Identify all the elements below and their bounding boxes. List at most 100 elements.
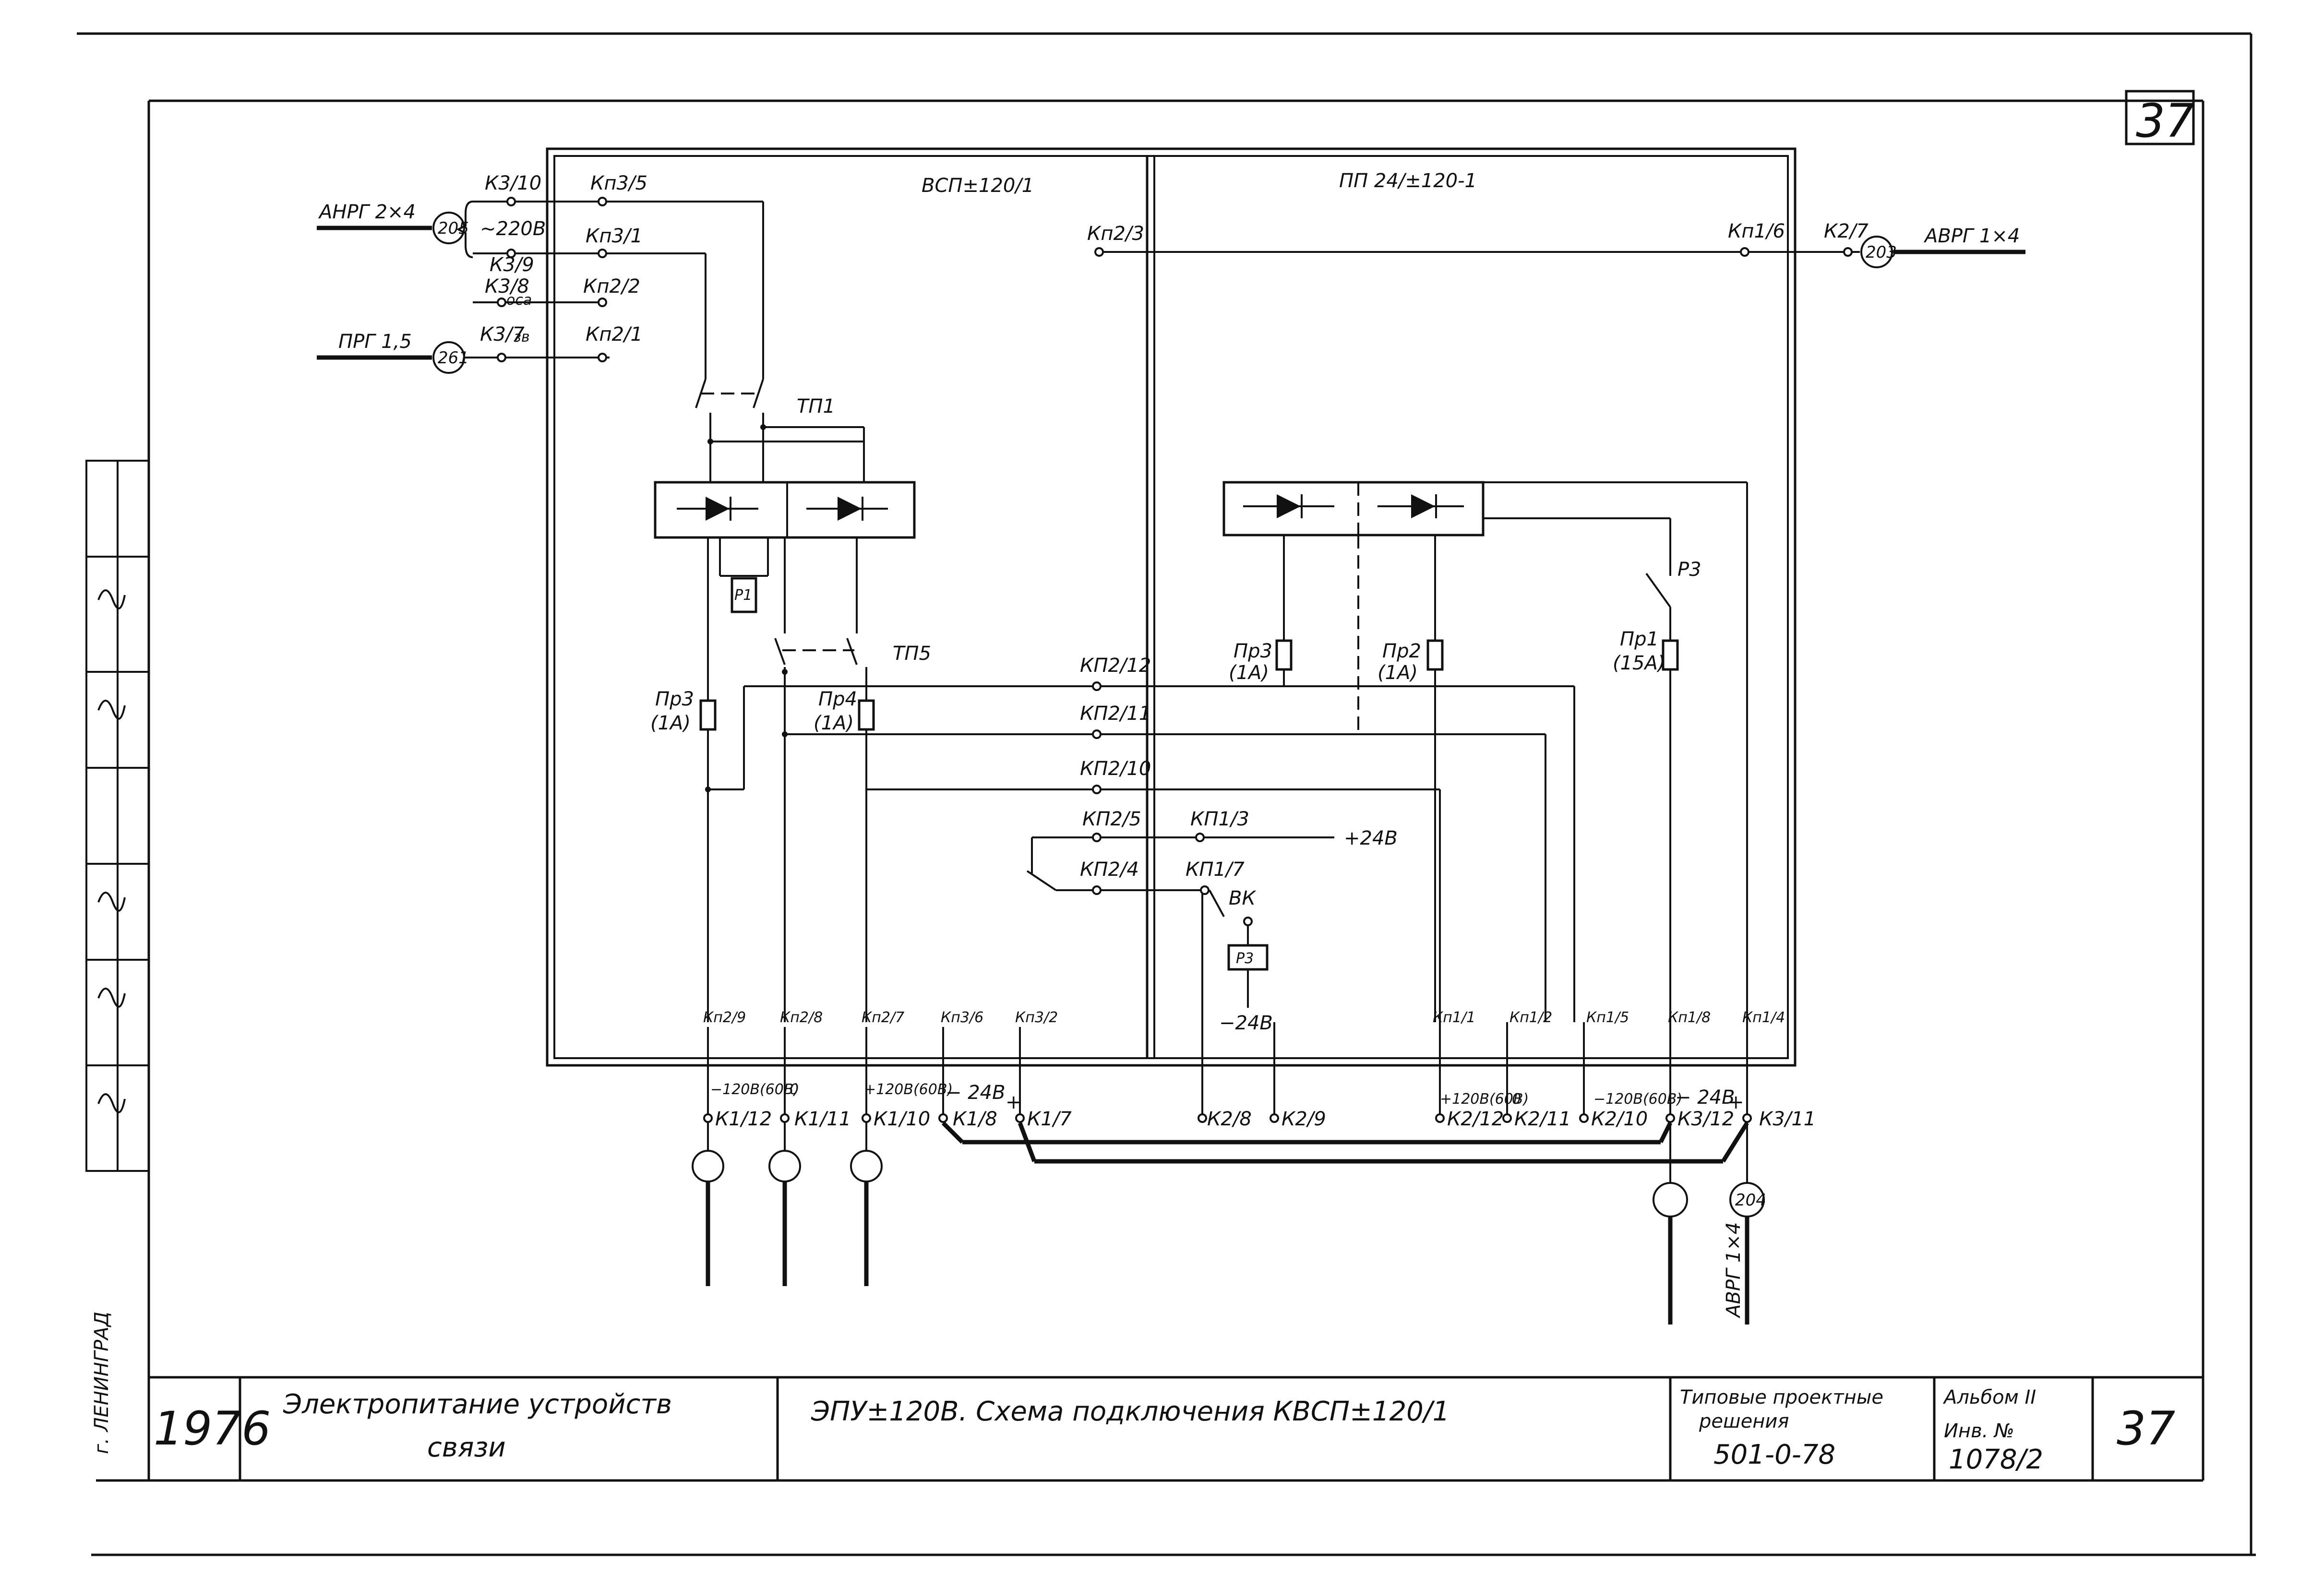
- drawing-title: ЭПУ±120В. Схема подключения КВСП±120/1: [811, 1396, 1450, 1427]
- svg-text:Р1: Р1: [734, 587, 752, 604]
- svg-text:К2/7: К2/7: [1824, 220, 1869, 242]
- svg-text:К2/10: К2/10: [1591, 1108, 1648, 1130]
- input-terminals: К3/10 Кп3/5 Кп3/1 К3/9 К3/8 оса Кп2/2 К3…: [473, 172, 764, 379]
- series-label-line2: решения: [1699, 1410, 1789, 1432]
- svg-text:К1/8: К1/8: [953, 1108, 997, 1130]
- fuse-pr3-left: Пр3 (1А): [650, 688, 717, 734]
- svg-text:Пр3: Пр3: [1234, 640, 1272, 662]
- svg-text:КП1/3: КП1/3: [1190, 808, 1249, 830]
- output-cable-avrg-top: Кп2/3 Кп1/6 К2/7 203 АВРГ 1×4: [1087, 220, 2025, 268]
- svg-text:+120В(60В): +120В(60В): [1440, 1091, 1529, 1108]
- title-sheet-number: 37: [2117, 1402, 2175, 1456]
- svg-text:Кп1/5: Кп1/5: [1586, 1009, 1629, 1026]
- block-right-title: ПП 24/±120-1: [1339, 170, 1477, 192]
- svg-text:0: 0: [790, 1081, 799, 1098]
- sheet-border: [77, 32, 2256, 1556]
- svg-text:+120В(60В): +120В(60В): [864, 1081, 953, 1098]
- svg-text:Пр3: Пр3: [655, 688, 694, 710]
- svg-text:(1А): (1А): [1229, 662, 1269, 684]
- svg-text:К1/12: К1/12: [715, 1108, 772, 1130]
- svg-text:К2/9: К2/9: [1282, 1108, 1326, 1130]
- right-bus-drops: [1439, 482, 1748, 1118]
- diode-icon: [677, 497, 758, 521]
- svg-text:− 24В: − 24В: [1675, 1086, 1735, 1109]
- svg-text:−120В(60В): −120В(60В): [1593, 1091, 1682, 1108]
- svg-text:(1А): (1А): [650, 712, 691, 734]
- svg-text:ТП5: ТП5: [893, 643, 931, 665]
- approval-stamp: [85, 460, 150, 1172]
- relay-p3: Р3 −24В: [1219, 944, 1273, 1034]
- block-left-title: ВСП±120/1: [922, 175, 1034, 197]
- svg-text:Кп2/8: Кп2/8: [780, 1009, 823, 1026]
- svg-text:К1/11: К1/11: [794, 1108, 851, 1130]
- svg-text:Кп3/1: Кп3/1: [586, 225, 643, 247]
- svg-text:Кп3/2: Кп3/2: [1015, 1009, 1058, 1026]
- svg-text:Кп2/7: Кп2/7: [862, 1009, 904, 1026]
- rectifier-block-right: [1222, 481, 1747, 537]
- title-year: 1976: [154, 1402, 271, 1456]
- svg-text:Р3: Р3: [1677, 559, 1701, 581]
- svg-text:Кп1/8: Кп1/8: [1668, 1009, 1711, 1026]
- series-label-line1: Типовые проектные: [1680, 1386, 1883, 1408]
- diode-icon: [1243, 494, 1334, 518]
- svg-text:К2/12: К2/12: [1447, 1108, 1504, 1130]
- svg-text:261: 261: [438, 348, 469, 368]
- svg-text:(15А): (15А): [1613, 652, 1665, 674]
- svg-text:АНРГ 2×4: АНРГ 2×4: [318, 201, 416, 223]
- switch-tp1: ТП1: [695, 379, 865, 482]
- svg-text:+: +: [1728, 1091, 1744, 1113]
- svg-text:КП2/5: КП2/5: [1082, 808, 1141, 830]
- svg-text:Кп2/2: Кп2/2: [583, 275, 640, 298]
- switch-tp5: ТП5: [774, 537, 931, 665]
- switch-bk: ВК: [1201, 887, 1256, 1022]
- svg-text:АВРГ 1×4: АВРГ 1×4: [1723, 1222, 1745, 1319]
- svg-text:Кп2/1: Кп2/1: [586, 323, 643, 346]
- svg-text:Р3: Р3: [1236, 950, 1254, 967]
- svg-text:(1А): (1А): [1378, 662, 1418, 684]
- title-subject-line1: Электропитание устройств: [283, 1389, 672, 1420]
- svg-text:37: 37: [2136, 94, 2194, 148]
- svg-text:Пр4: Пр4: [818, 688, 857, 710]
- svg-text:К3/10: К3/10: [485, 172, 541, 194]
- svg-text:К1/7: К1/7: [1027, 1108, 1072, 1130]
- svg-text:~220В: ~220В: [480, 218, 546, 240]
- input-cable-anrg: 205 АНРГ 2×4 ~220В: [317, 201, 546, 258]
- fuse-pr1: Пр1 (15А): [1613, 628, 1679, 1118]
- svg-text:ТП1: ТП1: [797, 395, 835, 418]
- rectifier-block-left: [654, 481, 916, 539]
- contact-p3: Р3: [1645, 518, 1701, 641]
- diode-icon: [1378, 494, 1464, 518]
- svg-text:+24В: +24В: [1344, 827, 1398, 849]
- svg-text:К1/10: К1/10: [874, 1108, 930, 1130]
- svg-text:Кп2/3: Кп2/3: [1087, 223, 1144, 245]
- corner-sheet-number: 37: [2125, 90, 2195, 148]
- fuse-pr4: Пр4 (1А): [814, 688, 875, 734]
- svg-text:−24В: −24В: [1219, 1012, 1273, 1034]
- svg-text:КП2/12: КП2/12: [1080, 655, 1151, 677]
- svg-text:Кп1/6: Кп1/6: [1728, 220, 1785, 242]
- cabinet-bottom-terminals: Кп2/9 Кп2/8 Кп2/7 Кп3/6 Кп3/2 Кп1/1 Кп1/…: [703, 1009, 1785, 1118]
- svg-text:Кп1/4: Кп1/4: [1742, 1009, 1785, 1026]
- svg-text:К3/11: К3/11: [1759, 1108, 1816, 1130]
- svg-text:ВК: ВК: [1229, 887, 1256, 909]
- album-label: Альбом II: [1942, 1386, 2036, 1408]
- svg-text:КП2/4: КП2/4: [1080, 859, 1139, 881]
- svg-text:Кп3/5: Кп3/5: [590, 172, 647, 194]
- svg-text:+: +: [1006, 1091, 1022, 1113]
- inventory-label: Инв. №: [1944, 1420, 2014, 1442]
- svg-text:ПРГ 1,5: ПРГ 1,5: [338, 331, 412, 353]
- cabinet-enclosure: [546, 147, 1797, 1067]
- city-stamp: г. ЛЕНИНГРАД: [91, 1312, 113, 1454]
- svg-text:зв: зв: [514, 329, 530, 346]
- svg-text:Пр2: Пр2: [1382, 640, 1421, 662]
- svg-text:АВРГ 1×4: АВРГ 1×4: [1923, 225, 2020, 247]
- svg-text:К3/7: К3/7: [480, 323, 525, 346]
- svg-text:К2/8: К2/8: [1207, 1108, 1252, 1130]
- inventory-number: 1078/2: [1949, 1444, 2043, 1475]
- bus-terminals: КП2/12 КП2/11 КП2/10 КП2/5 КП1/3 КП2/4 К…: [1026, 655, 1398, 895]
- relay-p1: Р1: [719, 537, 769, 613]
- svg-text:0: 0: [1512, 1091, 1521, 1108]
- svg-text:(1А): (1А): [814, 712, 854, 734]
- title-subject-line2: связи: [427, 1432, 506, 1463]
